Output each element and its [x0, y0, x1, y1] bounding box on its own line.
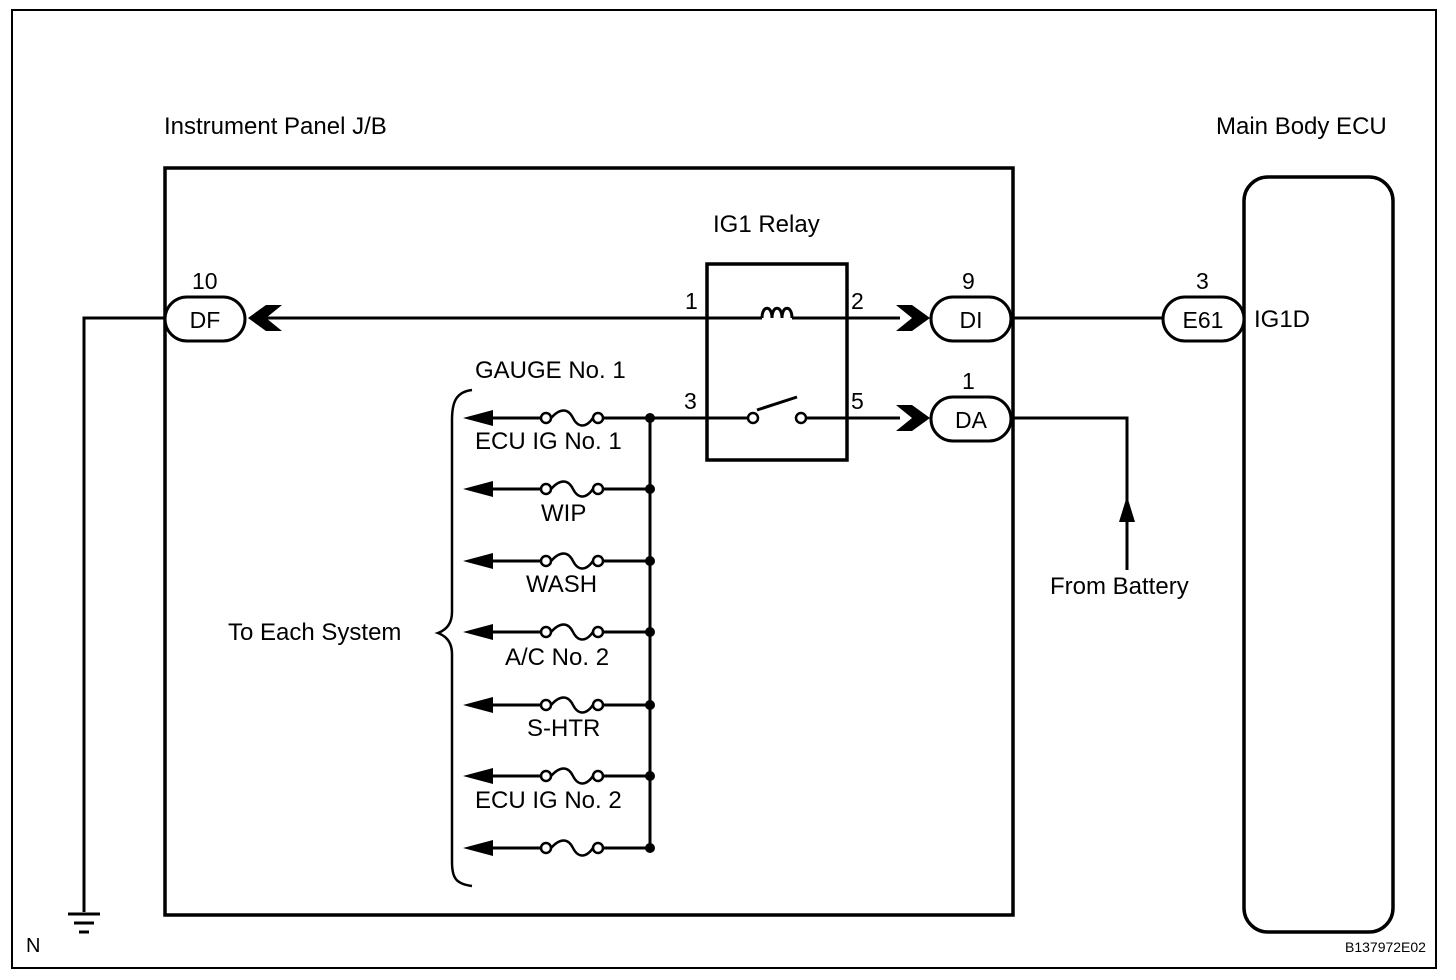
connector-e61-label: E61: [1183, 307, 1224, 333]
connector-df: [163, 295, 247, 343]
fuse-terminal: [539, 769, 553, 783]
switch-contact-right: [794, 411, 808, 425]
fuse-label: S-HTR: [527, 715, 600, 742]
fuse-icon: [550, 480, 595, 498]
relay-coil-icon: [760, 306, 794, 319]
di-pin-number: 9: [962, 268, 975, 294]
branch-arrow-icon: [463, 553, 493, 569]
relay-pin-5: 5: [851, 388, 864, 414]
ground-label: N: [26, 935, 40, 957]
fuse-icon: [550, 552, 595, 570]
fuse-icon: [550, 696, 595, 714]
junction-dot: [645, 556, 655, 566]
fuse-terminal: [539, 482, 553, 496]
branch-arrow-icon: [463, 410, 493, 426]
fuse-terminal: [539, 841, 553, 855]
da-terminal-arrow: [896, 405, 930, 431]
outer-frame: [11, 9, 1437, 969]
connector-df-label: DF: [190, 307, 221, 333]
fuse-terminal: [539, 698, 553, 712]
main-body-ecu-box: [1242, 175, 1395, 934]
ground-icon: [68, 912, 100, 934]
junction-dot: [645, 413, 655, 423]
figure-code: B137972E02: [1345, 939, 1426, 955]
fuse-terminal: [591, 841, 605, 855]
fuse-icon: [550, 409, 595, 427]
relay-pin-3: 3: [684, 388, 697, 414]
ig1-relay-box: [705, 262, 849, 462]
fuse-branch: S-HTR: [463, 715, 655, 785]
fuse-terminal: [591, 698, 605, 712]
branch-arrow-icon: [463, 840, 493, 856]
fuse-branch: ECU IG No. 1: [463, 428, 655, 498]
from-battery-label: From Battery: [1050, 573, 1189, 600]
fuse-terminal: [591, 769, 605, 783]
fuse-label: ECU IG No. 2: [475, 787, 622, 814]
junction-block-box: [163, 166, 1015, 917]
relay-switch-icon: [756, 395, 798, 412]
fuse-branch: GAUGE No. 1: [463, 357, 655, 427]
fuse-label: ECU IG No. 1: [475, 428, 622, 455]
branch-arrow-icon: [463, 624, 493, 640]
branch-arrow-icon: [463, 697, 493, 713]
battery-wire: [1011, 416, 1129, 570]
fuse-terminal: [591, 625, 605, 639]
fuse-icon: [550, 839, 595, 857]
di-terminal-arrow: [896, 305, 930, 331]
branch-arrow-icon: [463, 481, 493, 497]
fuse-terminal: [591, 554, 605, 568]
switch-contact-left: [746, 411, 760, 425]
junction-dot: [645, 700, 655, 710]
fuse-icon: [550, 623, 595, 641]
junction-dot: [645, 843, 655, 853]
fuse-terminal: [591, 482, 605, 496]
fuse-branch: ECU IG No. 2: [463, 787, 655, 857]
fuse-branches: GAUGE No. 1 ECU IG No. 1 WIP WASH A/C No. 2 S…: [463, 357, 655, 857]
connector-da-label: DA: [955, 407, 988, 433]
battery-arrow-icon: [1119, 496, 1135, 522]
fuse-label: WIP: [541, 500, 586, 527]
to-each-system-label: To Each System: [228, 619, 401, 646]
relay-pin-1: 1: [685, 288, 698, 314]
fuse-branch: WASH: [463, 571, 655, 641]
system-brace: [434, 388, 473, 888]
ground-wire: [82, 316, 165, 912]
connector-e61: [1161, 295, 1246, 343]
fuse-terminal: [539, 411, 553, 425]
fuse-terminal: [591, 411, 605, 425]
junction-dot: [645, 771, 655, 781]
relay-pin-2: 2: [851, 288, 864, 314]
fuse-branch: A/C No. 2: [463, 644, 655, 714]
junction-dot: [645, 627, 655, 637]
jb-label: Instrument Panel J/B: [164, 113, 387, 140]
da-pin-number: 1: [962, 368, 975, 394]
relay-label: IG1 Relay: [713, 211, 820, 238]
ecu-terminal-label: IG1D: [1254, 306, 1310, 333]
fuse-label: A/C No. 2: [505, 644, 609, 671]
fuse-label: GAUGE No. 1: [475, 357, 626, 384]
connector-di-label: DI: [960, 307, 983, 333]
fuse-branch: WIP: [463, 500, 655, 570]
junction-dot: [645, 484, 655, 494]
fuse-terminal: [539, 554, 553, 568]
fuse-label: WASH: [526, 571, 597, 598]
branch-arrow-icon: [463, 768, 493, 784]
fuse-icon: [550, 767, 595, 785]
df-terminal-arrow: [248, 305, 282, 331]
e61-pin-number: 3: [1196, 268, 1209, 294]
ecu-label: Main Body ECU: [1216, 113, 1387, 140]
df-pin-number: 10: [192, 268, 218, 294]
fuse-terminal: [539, 625, 553, 639]
